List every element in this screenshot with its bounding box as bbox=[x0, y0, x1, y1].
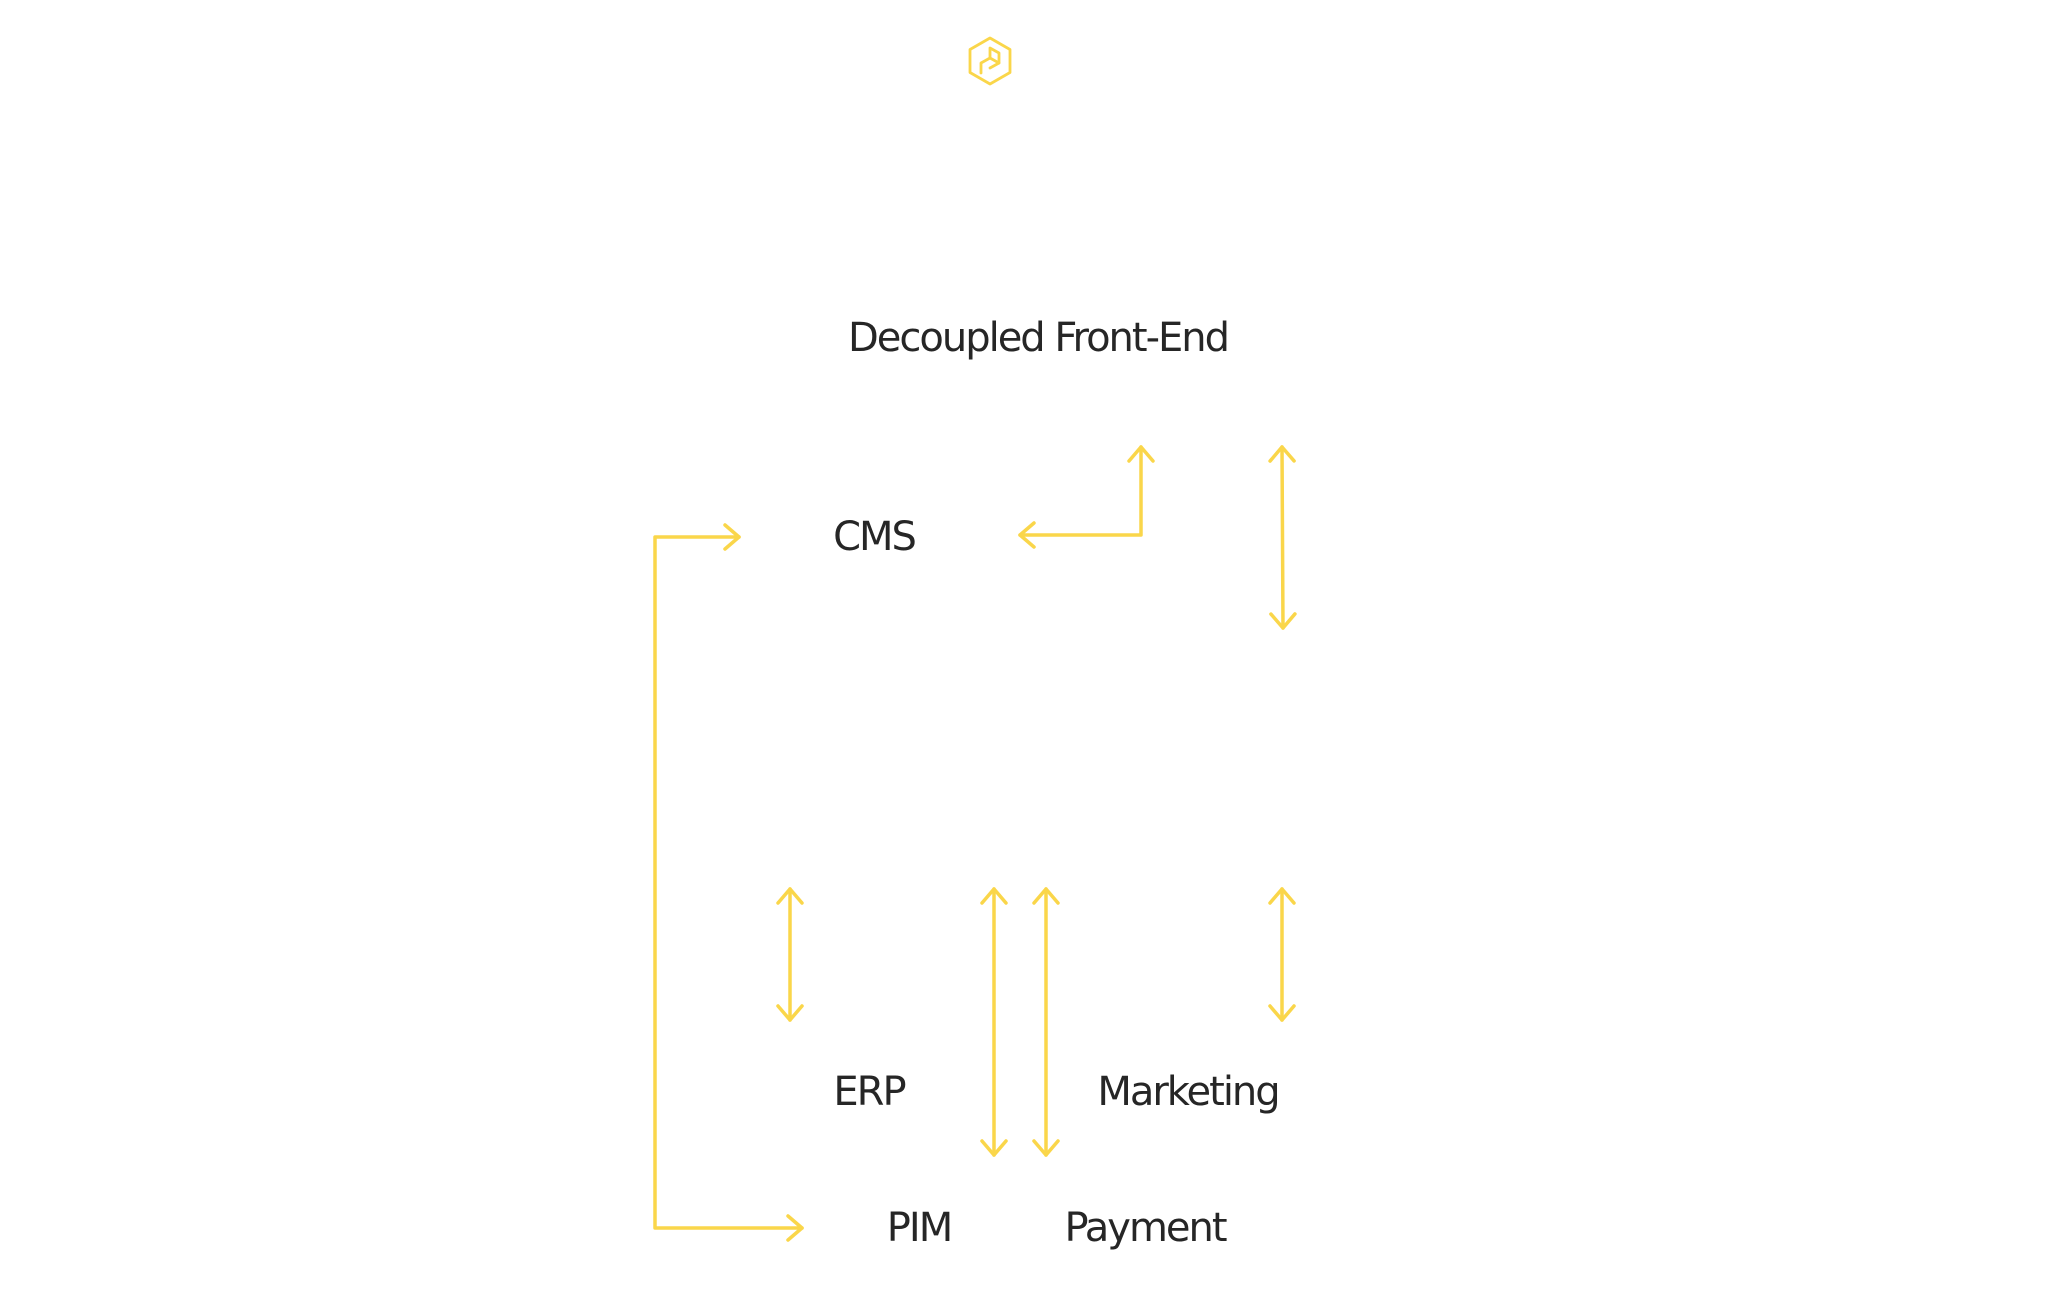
arrow-cms-frontend bbox=[1018, 445, 1155, 549]
hexagon-cube-logo-icon bbox=[968, 36, 1012, 86]
node-marketing-label: Marketing bbox=[1097, 1069, 1280, 1115]
node-erp-label: ERP bbox=[833, 1069, 906, 1115]
arrow-frontend-backend bbox=[1268, 445, 1297, 630]
node-frontend-label: Decoupled Front-End bbox=[847, 315, 1230, 361]
node-payment-label: Payment bbox=[1064, 1205, 1227, 1251]
node-cms-label: CMS bbox=[833, 514, 917, 560]
node-pim-label: PIM bbox=[886, 1205, 953, 1251]
arrow-cms-pim-bracket bbox=[653, 523, 804, 1242]
